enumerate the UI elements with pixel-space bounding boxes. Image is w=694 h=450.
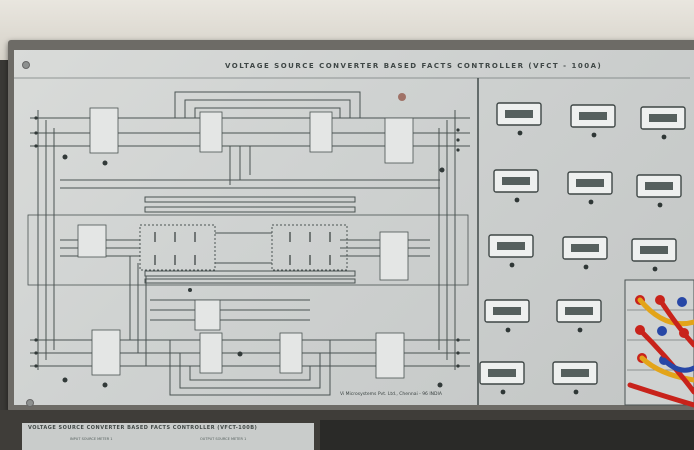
lower-panel-label-right: OUTPUT SOURCE METER 1 bbox=[200, 437, 247, 441]
screw-icon bbox=[22, 61, 30, 69]
lower-panel-title: VOLTAGE SOURCE CONVERTER BASED FACTS CON… bbox=[28, 425, 258, 431]
terminal-block bbox=[624, 279, 694, 408]
screw-icon bbox=[26, 399, 34, 407]
manufacturer-footer: Vi Microsystems Pvt. Ltd., Chennai - 96 … bbox=[340, 392, 442, 397]
lower-panel bbox=[22, 423, 314, 450]
panel-title: VOLTAGE SOURCE CONVERTER BASED FACTS CON… bbox=[225, 62, 603, 70]
lower-dark-compartment bbox=[320, 420, 694, 450]
lower-panel-label-left: INPUT SOURCE METER 1 bbox=[70, 437, 113, 441]
meter-sockets bbox=[479, 102, 686, 395]
